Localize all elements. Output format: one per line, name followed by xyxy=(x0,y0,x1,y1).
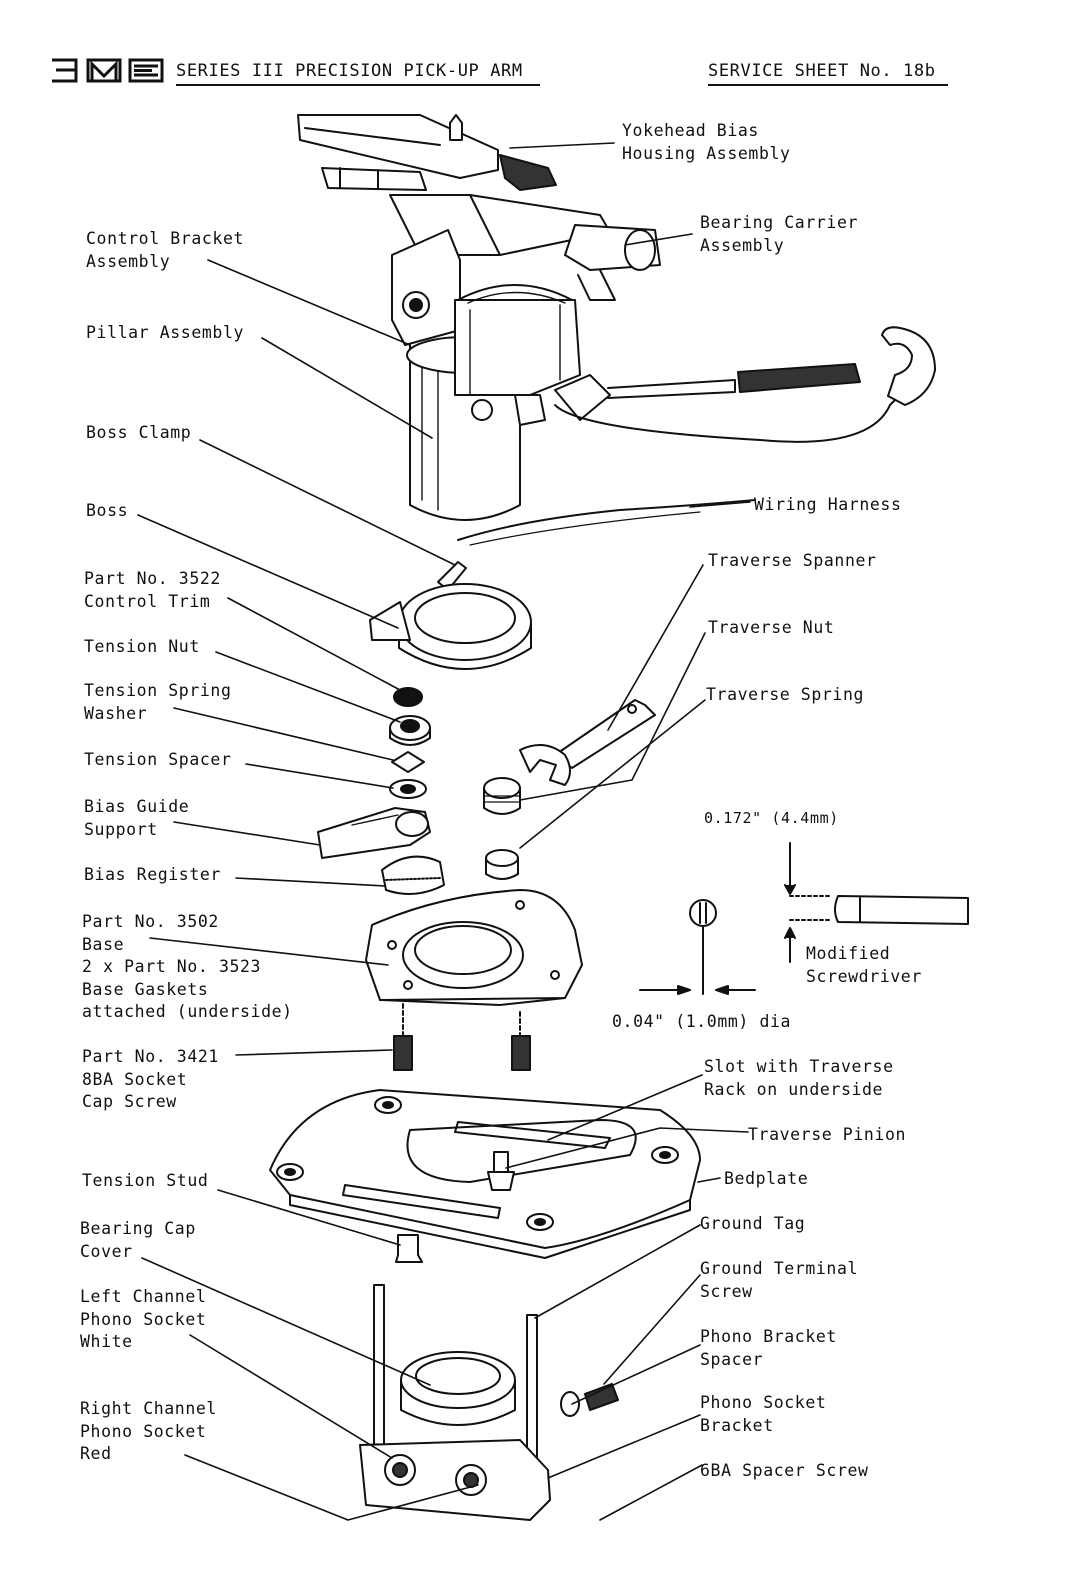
label-bias-guide-support: Bias Guide Support xyxy=(84,797,190,839)
sheet-title: SERIES III PRECISION PICK-UP ARM xyxy=(176,61,523,81)
label-traverse-spring: Traverse Spring xyxy=(706,685,865,704)
traverse-pinion xyxy=(487,1151,515,1191)
bedplate xyxy=(269,1089,701,1259)
label-yokehead: Yokehead Bias Housing Assembly xyxy=(622,121,791,163)
screwdriver-detail xyxy=(784,842,969,963)
label-boss-clamp: Boss Clamp xyxy=(86,423,192,442)
label-base: Part No. 3502 Base 2 x Part No. 3523 Bas… xyxy=(82,912,293,1021)
sme-logo xyxy=(52,58,164,83)
traverse-spring xyxy=(485,849,519,880)
pillar-assembly xyxy=(406,284,581,521)
label-control-trim: Part No. 3522 Control Trim xyxy=(84,569,221,611)
traverse-nut xyxy=(483,777,521,815)
yokehead-assembly xyxy=(297,114,661,301)
label-dia-dim: 0.04" (1.0mm) dia xyxy=(612,1012,792,1031)
label-pillar: Pillar Assembly xyxy=(86,323,245,342)
label-control-bracket: Control Bracket Assembly xyxy=(86,229,245,271)
control-lever xyxy=(554,363,861,421)
bias-guide-support xyxy=(317,807,431,859)
sheet-number: SERVICE SHEET No. 18b xyxy=(708,61,936,81)
base xyxy=(365,889,583,1006)
label-tension-stud: Tension Stud xyxy=(82,1171,209,1190)
label-bedplate: Bedplate xyxy=(724,1169,809,1188)
label-traverse-nut: Traverse Nut xyxy=(708,618,835,637)
label-phono-bracket-spacer: Phono Bracket Spacer xyxy=(700,1327,837,1369)
bias-register xyxy=(381,855,445,895)
label-tension-spring-washer: Tension Spring Washer xyxy=(84,681,232,723)
title-underline xyxy=(176,84,540,86)
label-left-channel: Left Channel Phono Socket White xyxy=(80,1287,207,1351)
tension-nut xyxy=(393,687,423,707)
label-phono-socket-bracket: Phono Socket Bracket xyxy=(700,1393,827,1435)
tension-stud xyxy=(395,1234,423,1263)
label-ground-terminal-screw: Ground Terminal Screw xyxy=(700,1259,859,1301)
label-traverse-pinion: Traverse Pinion xyxy=(748,1125,907,1144)
label-spacer-screw: 6BA Spacer Screw xyxy=(700,1461,869,1480)
tension-spring-washer xyxy=(389,715,431,746)
label-cap-screw: Part No. 3421 8BA Socket Cap Screw xyxy=(82,1047,219,1111)
sheet-number-underline xyxy=(708,84,948,86)
label-modified-screwdriver: Modified Screwdriver xyxy=(806,944,922,986)
control-bracket xyxy=(391,229,461,346)
label-screwdriver-dim: 0.172" (4.4mm) xyxy=(704,809,839,827)
label-ground-tag: Ground Tag xyxy=(700,1214,806,1233)
label-bearing-carrier: Bearing Carrier Assembly xyxy=(700,213,859,255)
leader-lines xyxy=(137,142,751,1521)
label-wiring-harness: Wiring Harness xyxy=(754,495,902,514)
tension-spacer xyxy=(389,751,427,799)
bottom-bracket xyxy=(359,1284,619,1521)
label-bias-register: Bias Register xyxy=(84,865,221,884)
wiring-harness xyxy=(457,326,936,546)
label-tension-spacer: Tension Spacer xyxy=(84,750,232,769)
label-tension-nut: Tension Nut xyxy=(84,637,200,656)
cap-screws xyxy=(393,1003,531,1071)
dia-detail xyxy=(639,899,756,995)
label-traverse-spanner: Traverse Spanner xyxy=(708,551,877,570)
label-right-channel: Right Channel Phono Socket Red xyxy=(80,1399,217,1463)
boss xyxy=(369,583,532,670)
label-boss: Boss xyxy=(86,501,129,520)
label-bearing-cap-cover: Bearing Cap Cover xyxy=(80,1219,196,1261)
traverse-spanner xyxy=(519,699,656,786)
label-slot-traverse: Slot with Traverse Rack on underside xyxy=(704,1057,894,1099)
